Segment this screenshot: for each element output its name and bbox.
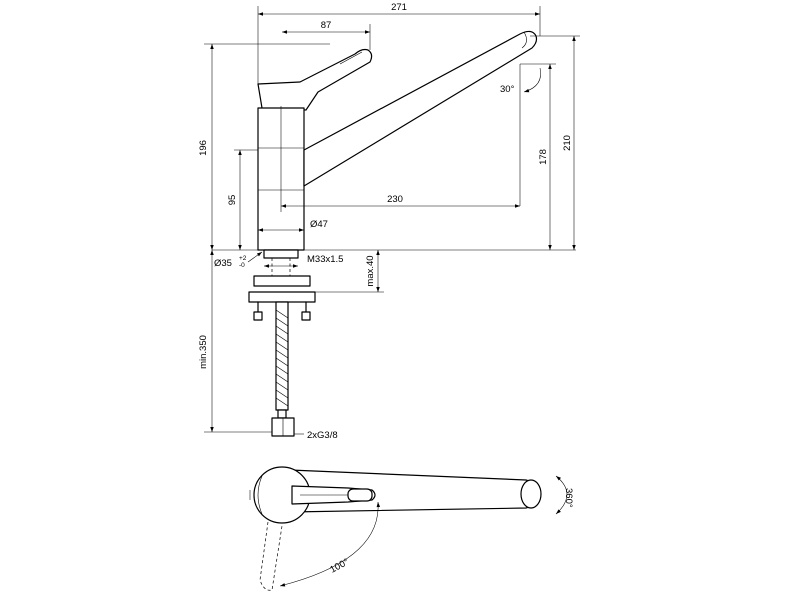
dimension-lines: 271 87 196 95 210 178 30° 230 Ø47 Ø <box>198 2 580 441</box>
plan-body-edge <box>257 475 263 515</box>
spout <box>303 30 538 187</box>
dim-deck-thickness: max.40 <box>365 255 376 286</box>
dim-total-height: 196 <box>198 140 209 156</box>
dim-leader-hole <box>247 251 263 263</box>
hose-braid <box>275 309 289 407</box>
dim-rotation-angle: 360° <box>563 488 574 508</box>
lever-swing-arc <box>279 501 381 587</box>
fixing-plate <box>248 291 316 303</box>
dim-overall-length: 271 <box>391 2 407 13</box>
dim-lever-angle: 100° <box>328 557 351 576</box>
spout-rotation-arc <box>555 475 568 515</box>
plan-lever-tip <box>347 488 373 502</box>
side-elevation-view <box>212 30 576 437</box>
dim-connection: 2xG3/8 <box>307 430 338 441</box>
stud-nut-right <box>301 311 311 321</box>
fixing-bracket <box>253 275 311 287</box>
hose-ferrule <box>277 409 287 419</box>
spout-aerator <box>521 31 527 49</box>
stud-nut-left <box>253 311 263 321</box>
dim-arc-spout-angle <box>523 67 541 93</box>
dim-spout-angle: 30° <box>500 84 515 95</box>
dim-hose-length: min.350 <box>198 335 209 369</box>
dim-body-height: 95 <box>227 195 238 206</box>
dim-spout-reach: 230 <box>387 194 403 205</box>
dim-lever-width: 87 <box>321 20 332 31</box>
dim-body-diameter: Ø47 <box>310 219 328 230</box>
lever-grip-line <box>339 51 363 65</box>
dim-hole-tolerance-minus: -0 <box>239 262 245 269</box>
dim-hole-diameter: Ø35 <box>214 258 232 269</box>
lever-swing-dashed <box>259 521 283 591</box>
plan-spout-outlet <box>520 479 542 509</box>
dim-outlet-height: 210 <box>562 135 573 151</box>
dim-thread: M33x1.5 <box>307 254 343 265</box>
mounting-nut <box>263 249 299 259</box>
lever-handle <box>257 48 373 111</box>
dim-spout-height: 178 <box>538 149 549 165</box>
dim-hole-tolerance-plus: +2 <box>239 255 247 262</box>
plan-view: 100° 360° <box>249 466 574 591</box>
